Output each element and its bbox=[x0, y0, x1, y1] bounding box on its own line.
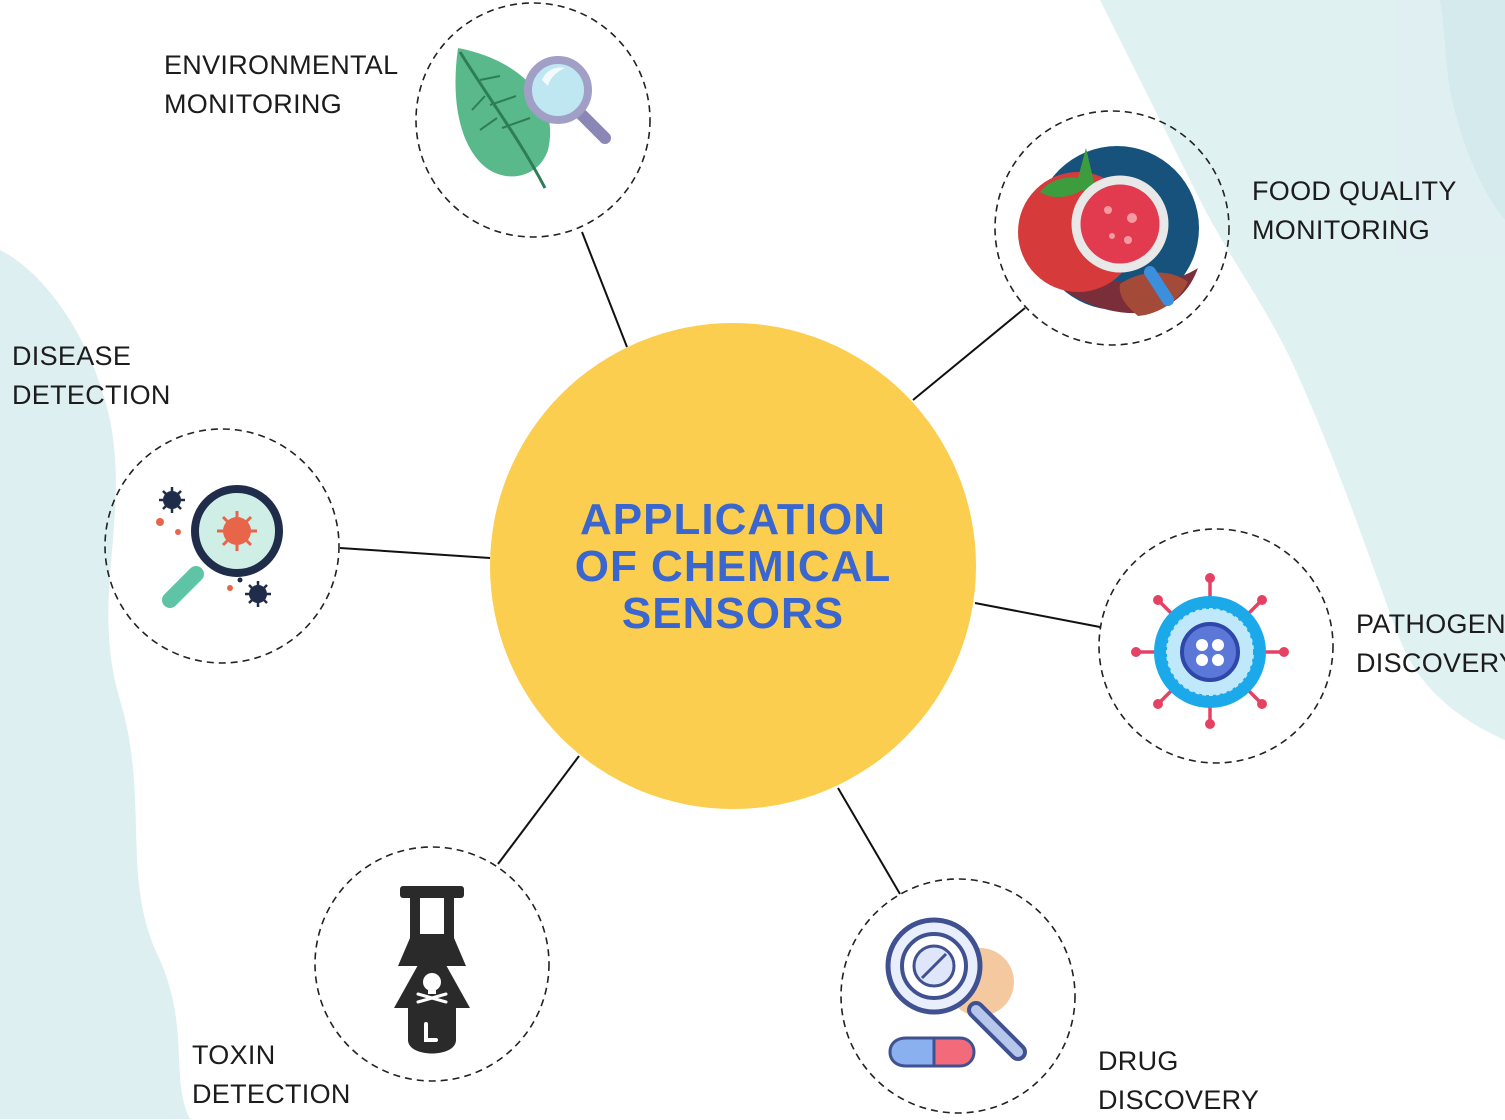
label-line: DRUG bbox=[1098, 1046, 1179, 1076]
label-disease-detection: DISEASE DETECTION bbox=[12, 337, 171, 415]
connector-drug bbox=[837, 787, 901, 895]
label-food-quality-monitoring: FOOD QUALITY MONITORING bbox=[1252, 172, 1457, 250]
label-line: TOXIN bbox=[192, 1040, 276, 1070]
node-circles bbox=[104, 2, 1334, 1114]
node-circle-environmental bbox=[415, 2, 651, 238]
tomato-magnifier-icon bbox=[1018, 146, 1199, 316]
label-line: DISEASE bbox=[12, 341, 132, 371]
center-circle bbox=[490, 323, 976, 809]
right-wash bbox=[1100, 0, 1505, 740]
label-line: MONITORING bbox=[164, 89, 342, 119]
center-title-line: APPLICATION bbox=[580, 494, 886, 544]
label-drug-discovery: DRUG DISCOVERY bbox=[1098, 1042, 1259, 1120]
connector-food-quality bbox=[912, 307, 1026, 401]
label-line: DISCOVERY bbox=[1356, 648, 1505, 678]
label-line: ENVIRONMENTAL bbox=[164, 50, 399, 80]
label-line: DISCOVERY bbox=[1098, 1085, 1260, 1115]
label-line: DETECTION bbox=[12, 380, 171, 410]
connector-toxin bbox=[497, 755, 580, 865]
center-title: APPLICATION OF CHEMICAL SENSORS bbox=[490, 323, 976, 809]
leaf-magnifier-icon bbox=[455, 48, 611, 189]
toxic-test-tube-icon bbox=[394, 886, 470, 1054]
label-line: PATHOGEN bbox=[1356, 609, 1505, 639]
center-title-line: SENSORS bbox=[621, 588, 845, 638]
label-toxin-detection: TOXIN DETECTION bbox=[192, 1036, 351, 1114]
center-title-line: OF CHEMICAL bbox=[574, 541, 892, 591]
node-circle-pathogen bbox=[1098, 528, 1334, 764]
label-line: DETECTION bbox=[192, 1079, 351, 1109]
pill-magnifier-icon bbox=[885, 917, 1027, 1068]
connector-disease bbox=[339, 547, 491, 559]
connectors bbox=[339, 231, 1101, 895]
node-circle-toxin bbox=[314, 846, 550, 1082]
label-line: FOOD QUALITY bbox=[1252, 176, 1457, 206]
label-line: MONITORING bbox=[1252, 215, 1430, 245]
right-wash-dark bbox=[1440, 0, 1505, 220]
node-circle-food-quality bbox=[994, 110, 1230, 346]
node-circle-disease bbox=[104, 428, 340, 664]
node-circle-drug bbox=[840, 878, 1076, 1114]
left-wash bbox=[0, 250, 190, 1119]
pathogen-cell-icon bbox=[1131, 573, 1289, 729]
connector-environmental bbox=[581, 231, 628, 348]
connector-pathogen bbox=[974, 602, 1101, 628]
label-pathogen-discovery: PATHOGEN DISCOVERY bbox=[1356, 605, 1505, 683]
virus-magnifier-icon bbox=[156, 485, 283, 608]
label-environmental-monitoring: ENVIRONMENTAL MONITORING bbox=[164, 46, 398, 124]
